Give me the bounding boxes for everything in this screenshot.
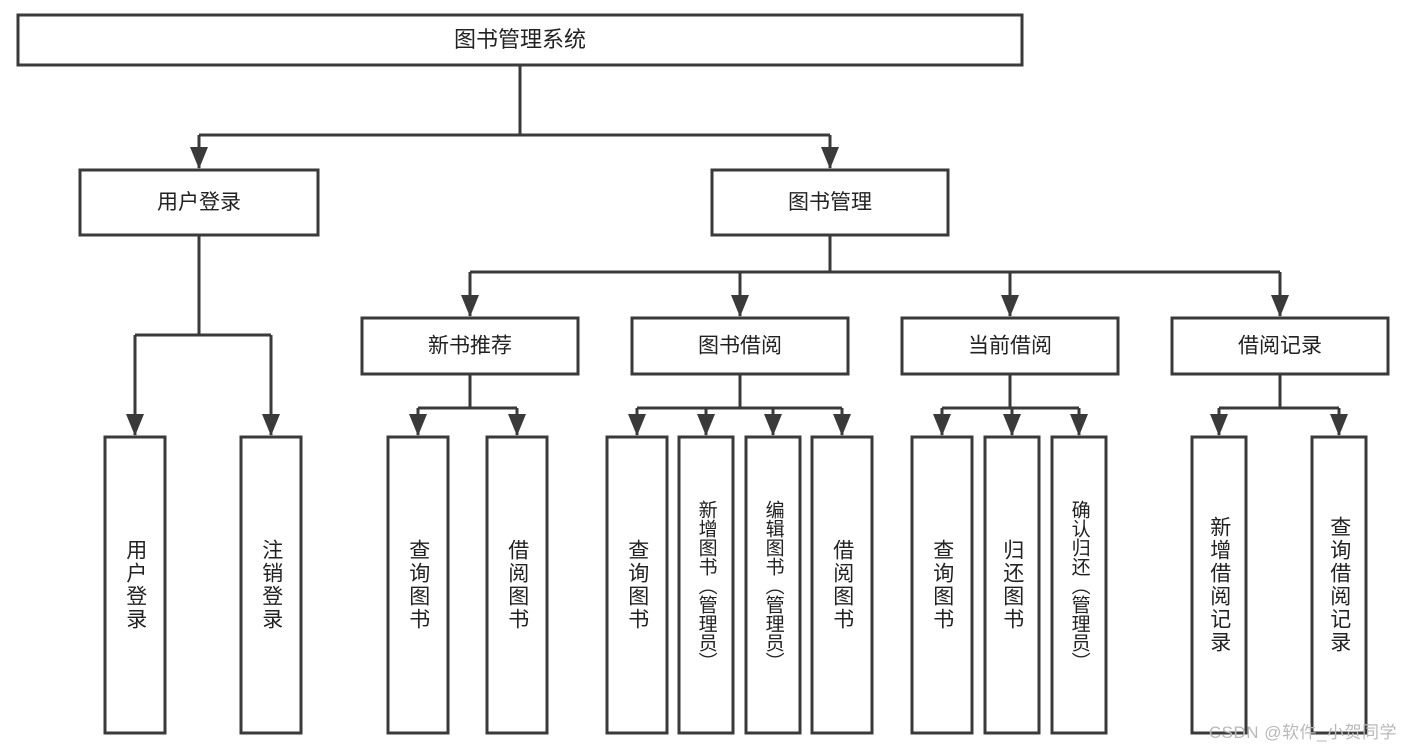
arrow-head-icon-leaf-1-3 [833,414,851,436]
arrow-head-icon-leaf-3-0 [1210,414,1228,436]
leaf-node-4[interactable] [605,435,669,735]
node-level2-label-3: 借阅记录 [1238,335,1322,358]
arrow-head-icon-leaf-2-1 [1003,414,1021,436]
node-level2-1[interactable] [630,316,850,376]
arrow-head-icon-level2-1 [731,295,749,317]
arrow-head-icon-level2-0 [461,295,479,317]
leaf-node-6[interactable] [744,435,802,735]
leaf-node-3[interactable] [485,435,549,735]
arrow-head-icon-level1-1 [821,147,839,169]
leaf-node-1[interactable] [239,435,303,735]
arrow-head-icon-login-leaf-0 [126,414,144,436]
node-level2-3[interactable] [1170,316,1390,376]
node-root-图书管理系统[interactable] [16,13,1024,67]
leaf-node-12[interactable] [1310,435,1368,735]
arrow-head-icon-level2-2 [1001,295,1019,317]
node-level2-label-2: 当前借阅 [968,335,1052,358]
leaf-node-2[interactable] [386,435,450,735]
leaf-node-9[interactable] [983,435,1041,735]
arrow-head-icon-level2-3 [1271,295,1289,317]
leaf-node-7[interactable] [810,435,874,735]
node-level1-0[interactable] [78,168,320,237]
node-level2-label-0: 新书推荐 [428,335,512,358]
leaf-node-0[interactable] [103,435,167,735]
connector-layer [126,65,1348,436]
watermark-label: CSDN @软件_小贺同学 [1208,723,1397,742]
arrow-head-icon-leaf-0-1 [508,414,526,436]
arrow-head-icon-leaf-1-1 [697,414,715,436]
arrow-head-icon-login-leaf-1 [262,414,280,436]
node-level1-label-1: 图书管理 [788,191,872,214]
arrow-head-icon-leaf-3-1 [1330,414,1348,436]
node-level2-label-1: 图书借阅 [698,335,782,358]
leaf-node-8[interactable] [910,435,974,735]
leaf-node-11[interactable] [1190,435,1248,735]
arrow-head-icon-leaf-2-2 [1070,414,1088,436]
leaf-node-5[interactable] [677,435,735,735]
arrow-head-icon-level1-0 [190,147,208,169]
node-level2-0[interactable] [360,316,580,376]
arrow-head-icon-leaf-0-0 [409,414,427,436]
node-level2-2[interactable] [900,316,1120,376]
arrow-head-icon-leaf-2-0 [933,414,951,436]
arrow-head-icon-leaf-1-2 [764,414,782,436]
node-root-label: 图书管理系统 [454,27,586,52]
node-level1-1[interactable] [710,168,950,237]
arrow-head-icon-leaf-1-0 [628,414,646,436]
node-level1-label-0: 用户登录 [157,191,241,214]
leaf-node-10[interactable] [1050,435,1108,735]
